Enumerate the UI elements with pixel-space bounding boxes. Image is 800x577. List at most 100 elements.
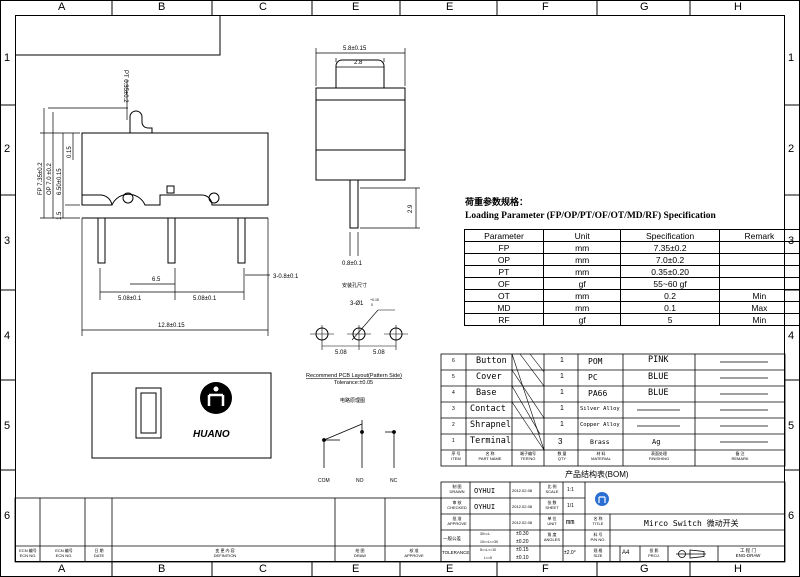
tb-title-val: Mirco Switch 微动开关 [644,519,739,528]
w128-label: 12.8±0.15 [158,323,185,329]
bom-finish: BLUE [648,372,669,382]
bom-name: Contact [470,404,506,414]
tb-date2: 2012.02.08 [512,504,533,509]
spec-cell: gf [542,313,622,326]
spec-cell [718,277,800,290]
w508b-label: 5.08±0.1 [193,296,217,302]
mount-holes [310,309,408,350]
bom-name: Terminal [470,436,511,446]
spec-header-cell: Unit [542,229,622,242]
grid-col-d-bottom: E [352,563,360,575]
grid-col-e: E [446,1,454,13]
pt-label: PT 0.35±0.2 [122,70,128,103]
tb-approve-en: APPROVE [447,521,467,526]
rev-ecn-cn: ECN 编号 [19,548,37,553]
tb-unit-en: UNIT [547,521,557,526]
title-block [14,481,786,563]
rev-ecn-en: ECN NO. [19,553,37,558]
tb-checked-cn: 审 核 [452,500,462,505]
grid-col-b: B [158,1,166,13]
mount-d2: 5.08 [373,350,385,356]
spec-title-en: Loading Parameter (FP/OP/PT/OF/OT/MD/RF)… [465,211,716,221]
bom-header-rem-cn: 备 注 [735,451,745,456]
bom-header-fin-cn: 表面处理 [651,451,667,456]
spec-cell: Min [718,289,800,302]
grid-row-6: 6 [4,510,11,522]
tb-scale-cn: 比 例 [547,484,557,489]
bom-header-fin-en: FINISHING [648,456,670,461]
bom-header-name-cn: 名 称 [485,451,495,456]
tb-drawn-by: OYHUI [474,487,496,495]
bom-header-mat-en: MATERIAL [591,456,611,461]
bom-name: Shrapnel [470,420,511,430]
tb-approve-cn: 批 准 [452,516,462,521]
tb-tol-val-2: ±0.20 [516,539,529,545]
nc-label: NC [390,478,398,484]
grid-col-g: G [640,1,649,13]
tol-zero: 0 [371,303,373,307]
tb-eng-en: ENG-DRAW [735,553,761,558]
tb-pn-en: P/N NO. [590,537,606,542]
bom-no: 6 [452,358,455,364]
tb-tolerance-en: TOLERANCE [442,550,470,555]
rev-ecn2-cn: ECN 编号 [55,548,73,553]
bom-qty: 1 [560,389,564,396]
spec-row: OF gf 55~60 gf [464,277,800,290]
spec-cell: mm [542,265,622,278]
spec-row: PT mm 0.35±0.20 [464,265,800,278]
front-view [315,48,420,256]
tb-checked-en: CHECKED [447,505,467,510]
rev-draw-en: DRAW [353,553,367,558]
circuit-title: 电路原理图 [340,397,365,404]
tb-proj-cn: 投 影 [649,548,659,553]
grid-row-1: 1 [4,52,11,64]
tb-angle-val: ±2.0° [564,550,576,556]
grid-col-e-bottom: E [446,563,454,575]
logo-small [595,492,609,506]
pin-label: 3-0.8±0.1 [273,274,299,280]
grid-col-b-bottom: B [158,563,166,575]
spec-header-row: Parameter Unit Specification Remark [464,229,800,242]
bom-header-name-en: PART NAME [478,456,502,461]
bom-finish: BLUE [648,388,669,398]
tb-tol-val-1: ±0.30 [516,531,529,537]
bom-material: Silver Alloy [580,406,620,412]
h650-label: 6.50±0.15 [57,168,63,195]
hole-label: 3-Ø1 [350,301,364,307]
tb-date3: 2012.02.08 [512,520,533,525]
spec-cell: 7.0±0.2 [620,253,720,266]
tb-sheet-cn: 张 数 [547,500,557,505]
mount-title: 安装孔尺寸 [342,282,367,289]
circuit-diagram [322,420,396,468]
tb-drawn-cn: 制 图 [452,484,462,489]
spec-cell [718,253,800,266]
spec-table: Parameter Unit Specification Remark FP m… [464,229,800,326]
spec-cell: 0.1 [620,301,720,314]
tb-date1: 2012.02.08 [512,488,533,493]
tb-title-en: TITLE [592,521,604,526]
pin-width-label: 0.8±0.1 [342,261,363,267]
tb-tol-range-1: 30<=L [480,532,490,536]
grid-col-f-bottom: F [542,563,549,575]
tb-unit-val: mm [566,518,575,526]
bom-header-term-cn: 端子编号 [520,451,536,456]
bom-material: POM [588,357,603,366]
com-label: COM [318,478,330,484]
spec-cell: 5 [620,313,720,326]
bom-table [440,353,786,467]
spec-cell: OP [464,253,544,266]
spec-cell: 55~60 gf [620,277,720,290]
bom-header-item-en: ITEM [451,456,461,461]
spec-cell: 7.35±0.2 [620,241,720,254]
grid-row-2: 2 [4,143,11,155]
grid-row-5-right: 5 [788,420,795,432]
tb-checked-by: OYHUI [474,503,496,511]
plunger-label: 2.8 [354,60,363,66]
tol-plus: +0.15 [370,298,379,302]
h29-label: 2.9 [408,204,414,213]
bom-material: PA66 [588,389,608,398]
mount-d1: 5.08 [335,350,347,356]
spec-cell: 0.35±0.20 [620,265,720,278]
width-label: 5.8±0.15 [343,46,367,52]
bom-header-term-en: TER'NO [520,456,536,461]
